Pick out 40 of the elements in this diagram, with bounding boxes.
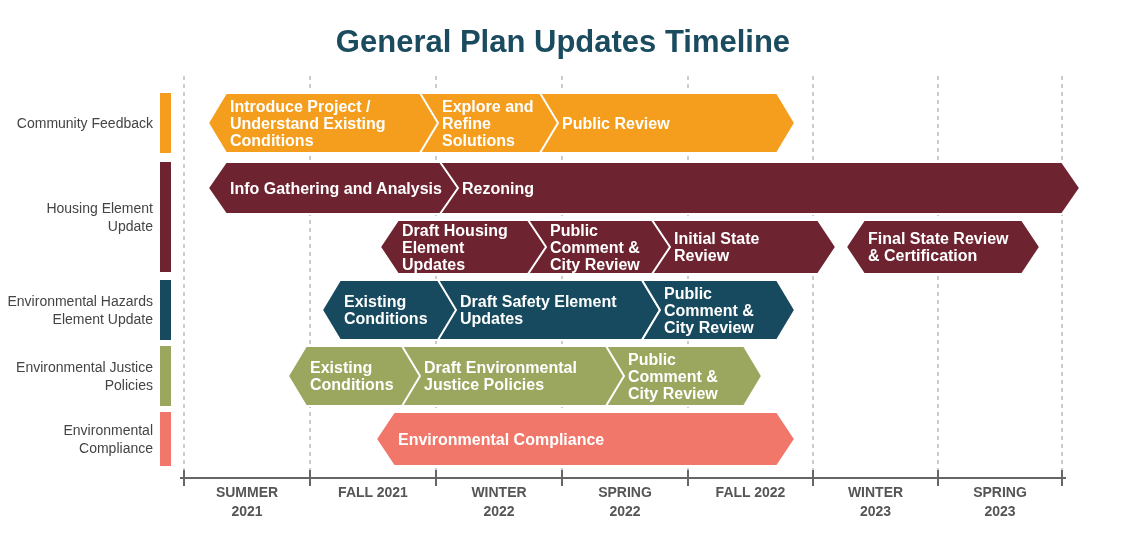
axis-label: FALL 2022 [714, 483, 787, 502]
chevron-bar [208, 93, 440, 153]
axis-label: WINTER 2023 [846, 483, 905, 521]
chevron-bar [376, 412, 795, 466]
task-label: Public Comment & City Review [550, 221, 641, 273]
row-label: Environmental Justice Policies [15, 358, 153, 395]
chevron-bar [402, 346, 626, 406]
task-label: Existing Conditions [310, 359, 395, 393]
task-label: Environmental Compliance [398, 430, 605, 448]
task-label: Final State Review & Certification [868, 230, 1010, 264]
task-label: Explore and Refine Solutions [442, 97, 535, 149]
axis-label: WINTER 2022 [470, 483, 528, 521]
chevron-bar [652, 220, 836, 274]
task-label: Public Comment & City Review [628, 350, 719, 402]
chevron-bar [288, 346, 422, 406]
task-label: Info Gathering and Analysis [230, 179, 442, 197]
chevron-bar [438, 280, 660, 340]
task-label: Draft Safety Element Updates [460, 293, 618, 327]
task-label: Existing Conditions [344, 293, 429, 327]
task-label: Draft Housing Element Updates [402, 221, 509, 273]
chevron-bar [540, 93, 795, 153]
chevron-bar [322, 280, 458, 340]
task-label: Rezoning [462, 179, 534, 197]
axis-label: SUMMER 2021 [214, 483, 280, 521]
chart-title: General Plan Updates Timeline [334, 24, 792, 60]
axis-label: SPRING 2023 [972, 483, 1028, 521]
task-label: Public Review [562, 114, 670, 132]
row-label: Environmental Compliance [62, 421, 153, 458]
row-label: Housing Element Update [45, 199, 153, 236]
axis-label: FALL 2021 [337, 483, 409, 502]
chevron-bar [642, 280, 795, 340]
task-label: Initial State Review [674, 230, 761, 264]
row-label: Environmental Hazards Element Update [6, 292, 153, 329]
axis-label: SPRING 2022 [597, 483, 653, 521]
task-label: Public Comment & City Review [664, 284, 755, 336]
chevron-bar [606, 346, 762, 406]
row-label: Community Feedback [15, 114, 153, 133]
task-label: Introduce Project / Understand Existing Conditions [230, 97, 387, 149]
task-label: Draft Environmental Justice Policies [424, 359, 578, 393]
chevron-bar [846, 220, 1040, 274]
